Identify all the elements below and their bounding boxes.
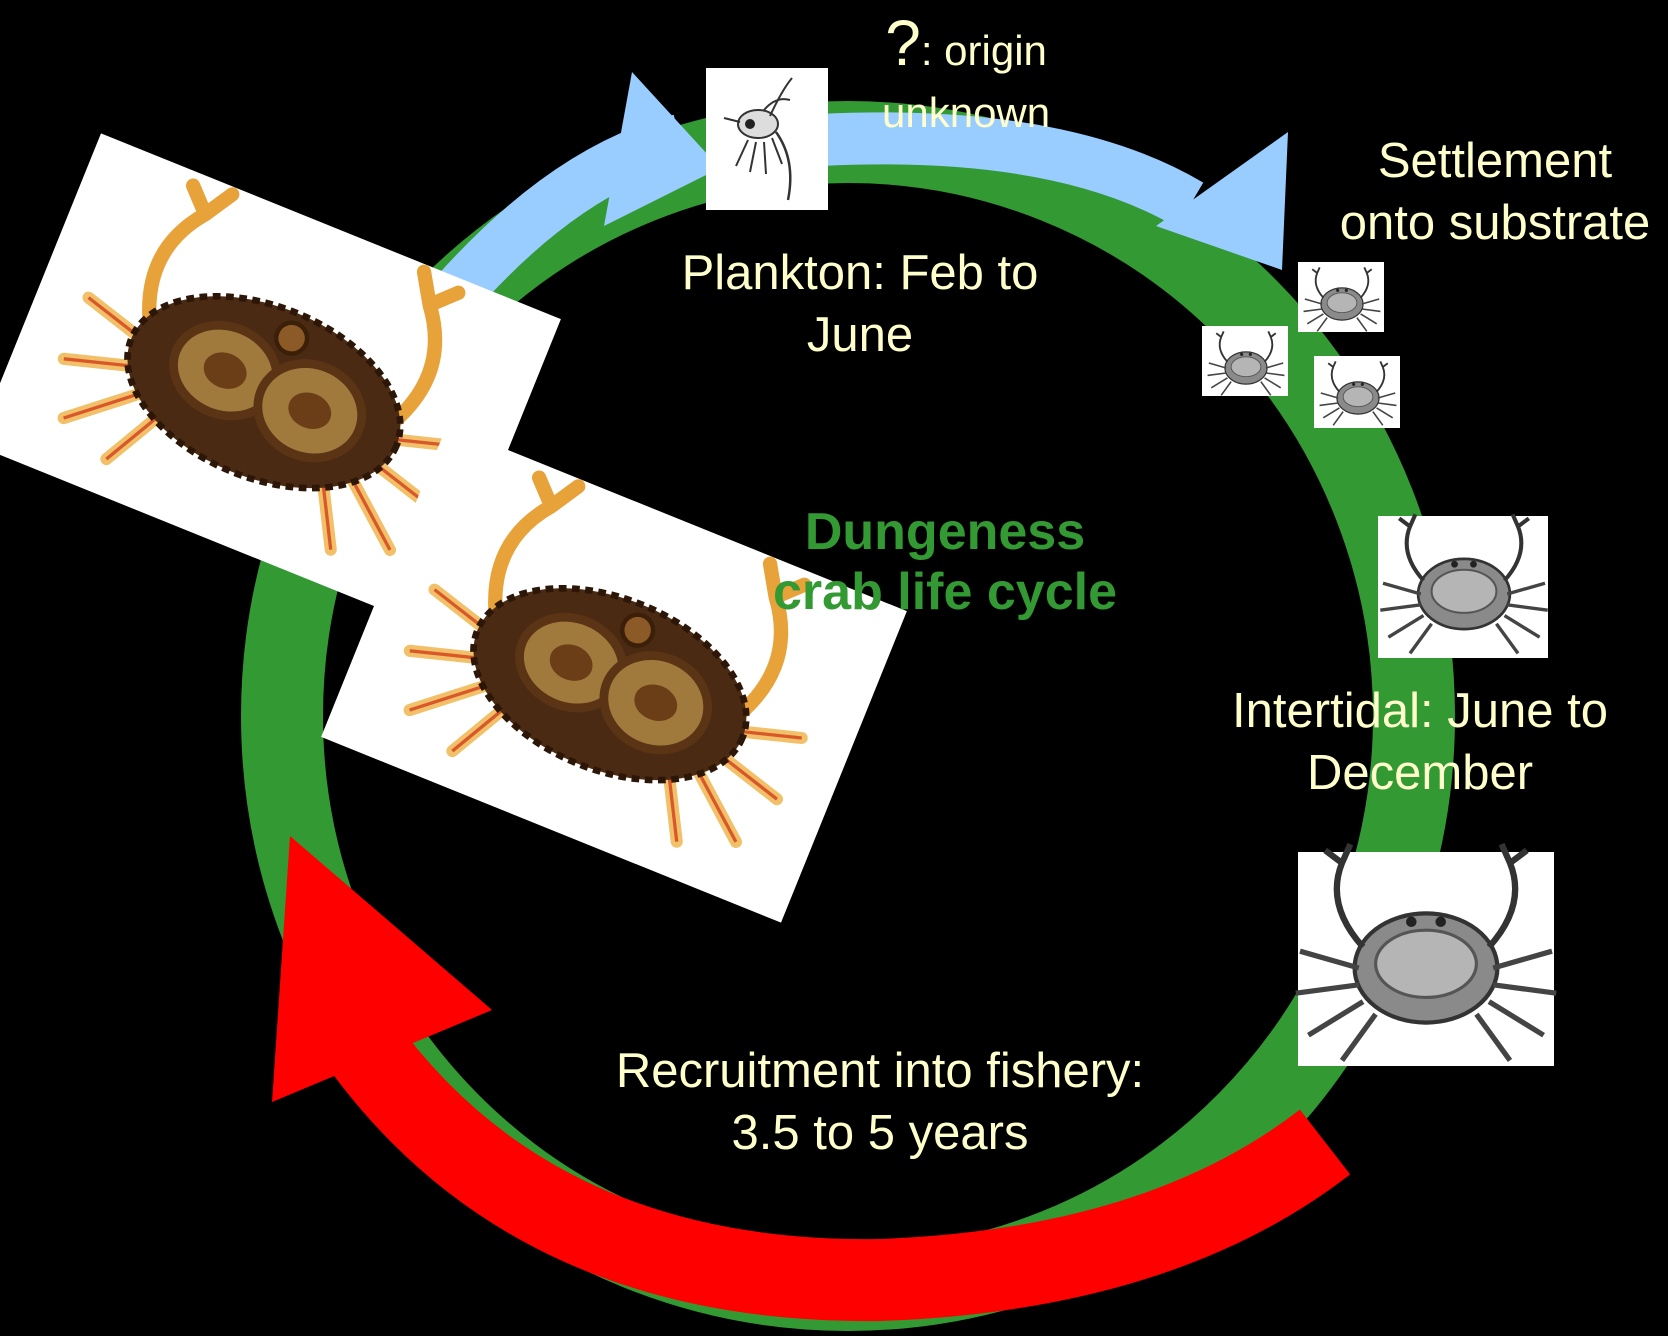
intertidal-label: Intertidal: June to December (1200, 680, 1640, 804)
intertidal-crab-icon (1378, 514, 1548, 658)
recruitment-line2: 3.5 to 5 years (580, 1102, 1180, 1164)
juvenile-crab-icon (1314, 356, 1400, 428)
crab-larva-icon (706, 68, 828, 210)
plankton-line1: Plankton: Feb to (650, 242, 1070, 304)
plankton-label: Plankton: Feb to June (650, 242, 1070, 366)
diagram-title: Dungeness crab life cycle (700, 502, 1190, 622)
plankton-line2: June (650, 304, 1070, 366)
settlement-label: Settlement onto substrate (1322, 130, 1668, 254)
question-mark: ? (885, 7, 921, 79)
title-line1: Dungeness (700, 502, 1190, 562)
title-line2: crab life cycle (700, 562, 1190, 622)
origin-label: ?: origin unknown (882, 12, 1050, 144)
settlement-line1: Settlement (1322, 130, 1668, 192)
settlement-line2: onto substrate (1322, 192, 1668, 254)
juvenile-crab-icon (1298, 262, 1384, 332)
origin-line1: : origin (921, 27, 1047, 74)
juvenile-crab-icon (1202, 326, 1288, 396)
origin-line2: unknown (882, 82, 1050, 144)
intertidal-line1: Intertidal: June to (1200, 680, 1640, 742)
intertidal-line2: December (1200, 742, 1640, 804)
recruitment-label: Recruitment into fishery: 3.5 to 5 years (580, 1040, 1180, 1164)
recruitment-line1: Recruitment into fishery: (580, 1040, 1180, 1102)
large-crab-icon (1296, 844, 1556, 1066)
